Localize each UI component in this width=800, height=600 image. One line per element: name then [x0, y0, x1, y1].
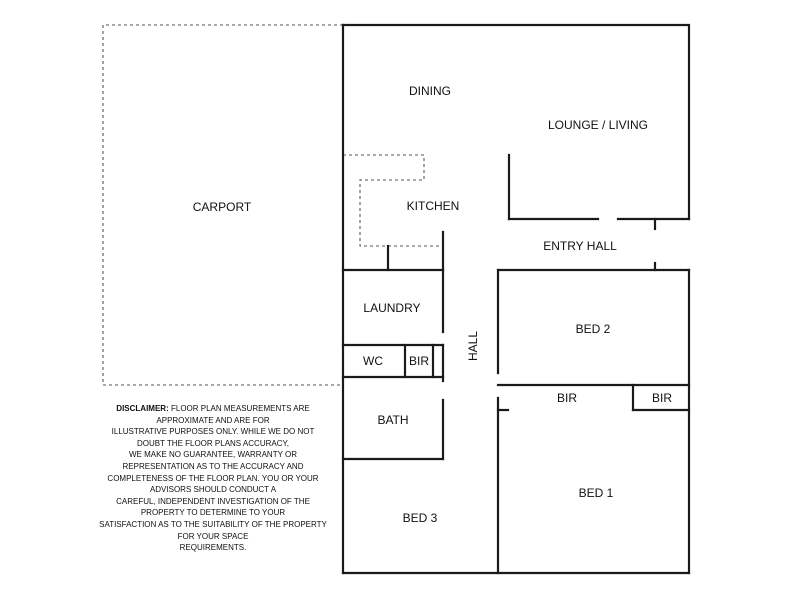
disclaimer-line: WE MAKE NO GUARANTEE, WARRANTY OR — [128, 450, 297, 460]
room-label-bed1: BED 1 — [579, 486, 614, 500]
room-label-kitchen: KITCHEN — [407, 199, 460, 213]
room-label-bed3: BED 3 — [403, 511, 438, 525]
carport-outline — [102, 24, 343, 386]
disclaimer-line: ADVISORS SHOULD CONDUCT A — [149, 485, 277, 495]
disclaimer-line: CAREFUL, INDEPENDENT INVESTIGATION OF TH… — [116, 496, 310, 506]
walls — [341, 23, 691, 575]
disclaimer: DISCLAIMER: FLOOR PLAN MEASUREMENTS ARE … — [98, 403, 328, 554]
room-label-bir-bed1-left: BIR — [557, 391, 577, 405]
disclaimer-line: REQUIREMENTS. — [179, 543, 247, 553]
disclaimer-heading: DISCLAIMER: — [116, 404, 169, 413]
disclaimer-line: FOR YOUR SPACE — [177, 531, 249, 541]
room-label-dining: DINING — [409, 84, 451, 98]
room-label-bir-wc: BIR — [409, 354, 429, 368]
disclaimer-line: PROPERTY TO DETERMINE TO YOUR — [140, 508, 286, 518]
disclaimer-line: DOUBT THE FLOOR PLANS ACCURACY, — [136, 438, 290, 448]
disclaimer-line: ILLUSTRATIVE PURPOSES ONLY. WHILE WE DO … — [111, 427, 315, 437]
disclaimer-line: DISCLAIMER: FLOOR PLAN MEASUREMENTS ARE — [116, 404, 310, 413]
room-label-laundry: LAUNDRY — [363, 301, 420, 315]
disclaimer-line: REPRESENTATION AS TO THE ACCURACY AND — [122, 461, 304, 471]
room-label-bed2: BED 2 — [576, 322, 611, 336]
room-label-bir-bed1-right: BIR — [652, 391, 672, 405]
disclaimer-line: COMPLETENESS OF THE FLOOR PLAN. YOU OR Y… — [107, 473, 319, 483]
disclaimer-line: SATISFACTION AS TO THE SUITABILITY OF TH… — [99, 519, 327, 529]
room-label-hall: HALL — [466, 331, 480, 361]
room-label-carport: CARPORT — [193, 200, 252, 214]
disclaimer-line: APPROXIMATE AND ARE FOR — [156, 415, 270, 425]
room-label-lounge: LOUNGE / LIVING — [548, 118, 648, 132]
kitchen-bench-outline — [343, 154, 443, 247]
room-label-bath: BATH — [377, 413, 408, 427]
room-label-wc: WC — [363, 354, 383, 368]
room-label-entry-hall: ENTRY HALL — [543, 239, 617, 253]
